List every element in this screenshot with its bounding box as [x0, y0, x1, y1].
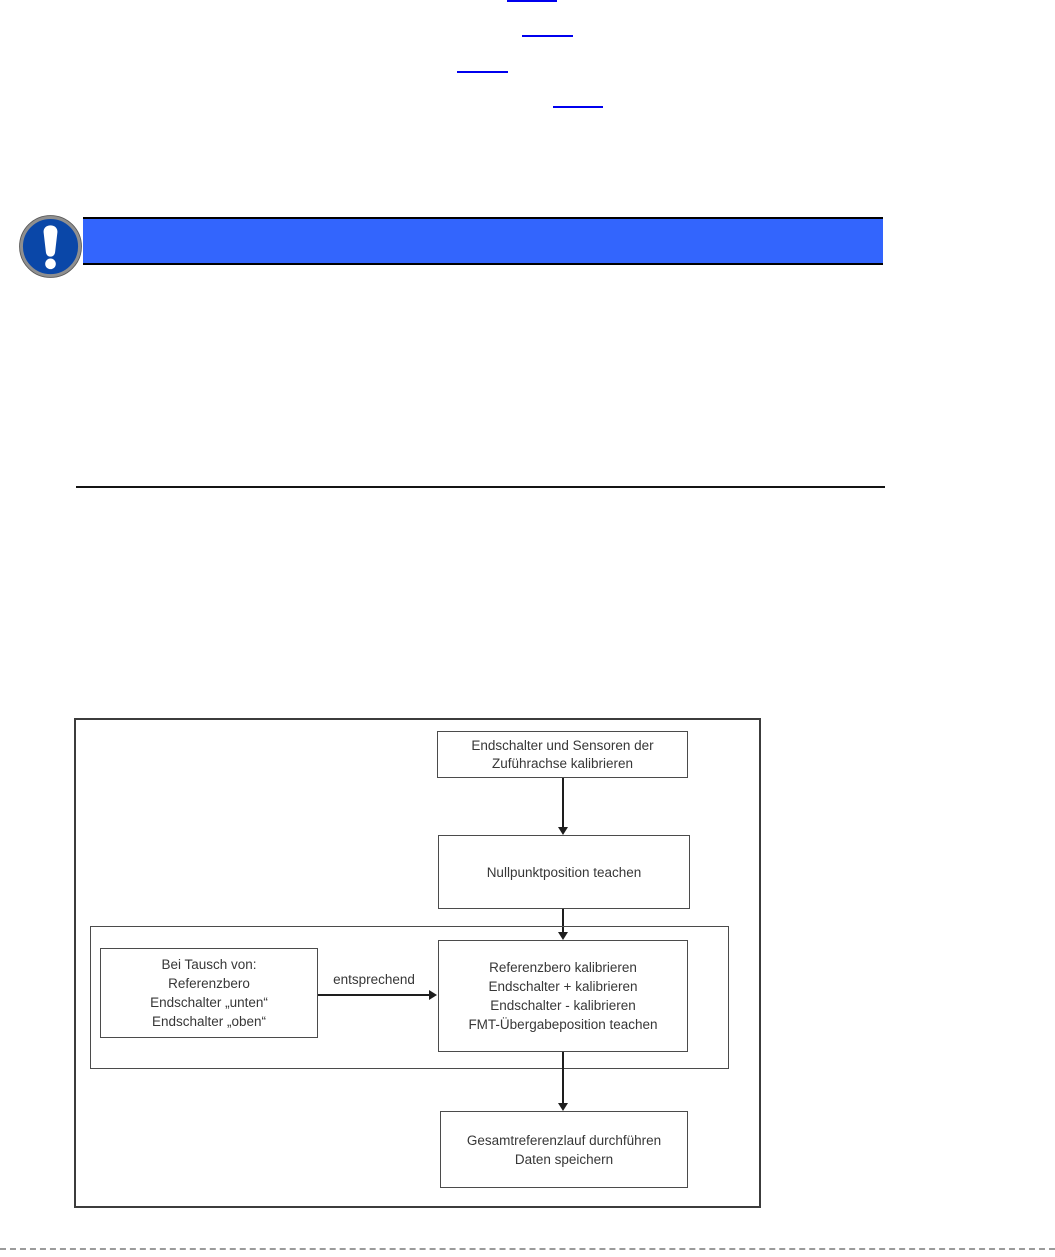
node-text-line: Endschalter „unten“ — [150, 995, 268, 1010]
flowchart-group-frame — [90, 926, 729, 1069]
notice-banner — [83, 217, 883, 265]
flowchart-node-gesamtreferenzlauf: Gesamtreferenzlauf durchführen Daten spe… — [440, 1111, 688, 1188]
reference-link-2[interactable] — [522, 35, 573, 37]
arrow-down-icon — [558, 909, 568, 940]
mandatory-action-icon — [19, 215, 82, 278]
flowchart-node-kalibrieren-gruppe: Referenzbero kalibrieren Endschalter + k… — [438, 940, 688, 1052]
node-text-line: Referenzbero — [168, 976, 250, 991]
section-divider-rule — [76, 486, 885, 488]
edge-label-entsprechend: entsprechend — [333, 972, 415, 987]
arrow-right-icon — [318, 990, 437, 1000]
reference-link-1[interactable] — [507, 0, 557, 2]
node-text-line: Gesamtreferenzlauf durchführen — [466, 1132, 662, 1148]
node-text-line: Endschalter + kalibrieren — [488, 979, 638, 994]
flowchart-figure: Endschalter und Sensoren der Zuführachse… — [74, 718, 761, 1208]
flowchart-node-endschalter-sensoren: Endschalter und Sensoren der Zuführachse… — [437, 731, 688, 778]
node-text-line: Nullpunktposition teachen — [486, 864, 642, 880]
arrow-down-icon — [558, 1052, 568, 1111]
node-text-line: Endschalter „oben“ — [151, 1014, 267, 1029]
node-text-line: Bei Tausch von: — [161, 957, 257, 972]
node-text-line: Endschalter - kalibrieren — [490, 998, 636, 1013]
node-text-line: Daten speichern — [514, 1151, 614, 1167]
flowchart-node-nullpunktposition: Nullpunktposition teachen — [438, 835, 690, 909]
node-text-line: Endschalter und Sensoren der — [471, 738, 654, 753]
reference-link-3[interactable] — [457, 71, 508, 73]
flowchart-node-bei-tausch: Bei Tausch von: Referenzbero Endschalter… — [100, 948, 318, 1038]
arrow-down-icon — [558, 778, 568, 835]
node-text-line: FMT-Übergabeposition teachen — [468, 1017, 658, 1032]
page-break-dashed-line — [0, 1248, 1055, 1250]
node-text-line: Referenzbero kalibrieren — [489, 960, 637, 975]
notice-exclamation-icon — [19, 215, 82, 278]
node-text-line: Zuführachse kalibrieren — [491, 755, 634, 771]
reference-link-4[interactable] — [553, 106, 603, 108]
